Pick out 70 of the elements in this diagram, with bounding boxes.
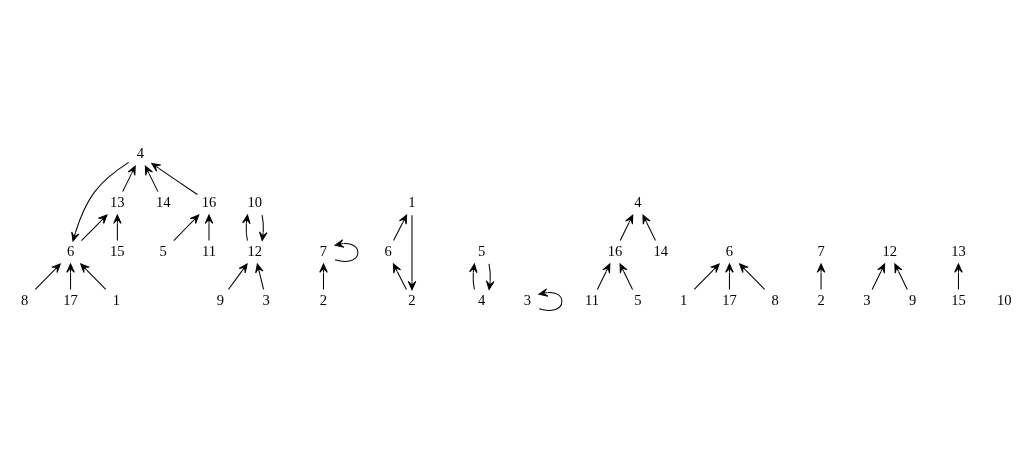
node-text: 17	[722, 292, 737, 309]
arrow	[816, 263, 826, 290]
node-text: 16	[607, 243, 623, 260]
arrow	[34, 263, 61, 290]
node-text: 11	[201, 243, 216, 260]
node-text: 2	[319, 292, 328, 309]
node-text: 15	[110, 243, 125, 260]
node-text: 4	[478, 292, 486, 309]
arrow	[485, 263, 495, 290]
node-text: 4	[634, 194, 642, 211]
arrow	[596, 263, 611, 290]
node-text: 10	[247, 194, 263, 211]
node-text: 10	[996, 292, 1012, 309]
node-text: 17	[63, 292, 78, 309]
node-text: 1	[680, 292, 688, 309]
arrow	[393, 214, 408, 242]
node-text: 13	[110, 194, 125, 211]
node-text: 8	[21, 292, 29, 309]
node-text: 14	[653, 243, 669, 260]
node-text: 1	[112, 292, 120, 309]
arrow	[871, 263, 886, 290]
node-text: 2	[817, 292, 825, 309]
arrow	[173, 214, 200, 242]
node-text: 12	[882, 243, 898, 260]
arrow	[151, 162, 198, 196]
node-text: 11	[585, 292, 600, 309]
node-text: 5	[634, 292, 642, 309]
arrow	[619, 263, 634, 290]
node-text: 2	[408, 292, 416, 309]
arrow	[227, 263, 248, 290]
node-text: 14	[155, 194, 171, 211]
arrow	[80, 214, 108, 242]
node-text: 15	[951, 292, 966, 309]
arrow	[739, 263, 766, 290]
arrow	[113, 214, 122, 242]
node-text: 4	[136, 145, 144, 162]
node-text: 16	[201, 194, 217, 211]
arrow	[334, 239, 359, 262]
node-text: 7	[319, 243, 328, 260]
arrow	[259, 214, 268, 242]
arrow	[894, 263, 908, 290]
node-text: 6	[66, 243, 75, 260]
node-text: 3	[863, 292, 871, 309]
node-text: 3	[262, 292, 270, 309]
arrow	[538, 288, 563, 311]
node-text: 7	[817, 243, 825, 260]
node-text: 5	[478, 243, 486, 260]
node-text: 5	[159, 243, 167, 260]
node-text: 9	[216, 292, 225, 309]
arrow	[693, 263, 720, 290]
arrow	[71, 161, 130, 242]
node-text: 3	[523, 292, 532, 309]
arrow	[255, 263, 265, 290]
arrow	[80, 263, 107, 290]
node-text: 1	[408, 194, 416, 211]
arrow	[642, 214, 656, 242]
node-text: 9	[909, 292, 917, 309]
arrow	[469, 263, 478, 290]
node-text: 6	[384, 243, 392, 260]
node-text: 8	[771, 292, 779, 309]
arrow	[619, 214, 634, 242]
arrow	[242, 214, 251, 242]
arrow	[392, 263, 407, 290]
node-text: 12	[247, 243, 263, 260]
arrow	[144, 165, 159, 193]
arrow	[204, 214, 214, 242]
node-text: 13	[951, 243, 966, 260]
arrow	[407, 214, 417, 291]
node-text: 6	[725, 243, 734, 260]
arrow	[122, 165, 136, 193]
